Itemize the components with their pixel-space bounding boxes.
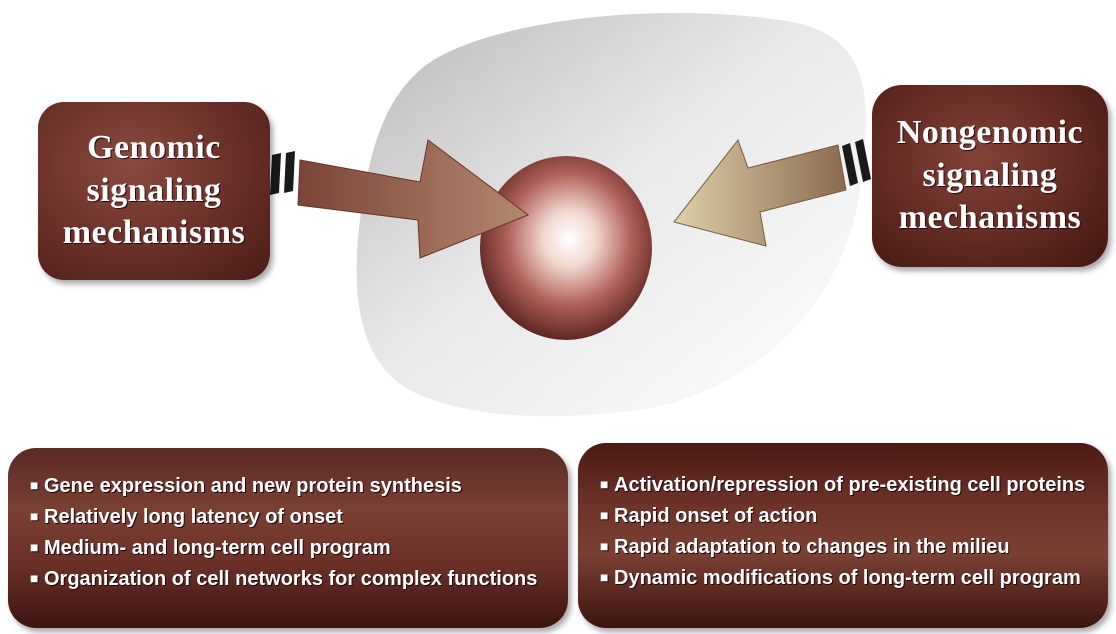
nongenomic-label-line: signaling [897,155,1083,198]
left-double-bar-marker [270,151,295,195]
nongenomic-signaling-box: Nongenomic signaling mechanisms [872,85,1108,267]
bullet-icon: ■ [30,563,44,593]
genomic-features-box: ■Gene expression and new protein synthes… [8,448,568,628]
nongenomic-features-box: ■Activation/repression of pre-existing c… [578,443,1108,628]
list-item: ■Medium- and long-term cell program [30,532,537,563]
genomic-signaling-box: Genomic signaling mechanisms [38,102,270,280]
nucleus-sphere [480,156,652,340]
bullet-icon: ■ [30,501,44,531]
bullet-icon: ■ [30,470,44,500]
list-item: ■Relatively long latency of onset [30,501,537,532]
bullet-icon: ■ [30,532,44,562]
bullet-icon: ■ [600,531,614,561]
nongenomic-features-list: ■Activation/repression of pre-existing c… [600,469,1085,593]
list-item: ■Activation/repression of pre-existing c… [600,469,1085,500]
list-item: ■Rapid adaptation to changes in the mili… [600,531,1085,562]
nongenomic-label-line: Nongenomic [897,112,1083,155]
genomic-features-list: ■Gene expression and new protein synthes… [30,470,537,594]
list-item: ■Rapid onset of action [600,500,1085,531]
list-item: ■Gene expression and new protein synthes… [30,470,537,501]
bullet-icon: ■ [600,562,614,592]
genomic-label-line: signaling [63,170,246,213]
list-item: ■Organization of cell networks for compl… [30,563,537,594]
genomic-label-line: mechanisms [63,212,246,255]
bullet-icon: ■ [600,469,614,499]
genomic-label-line: Genomic [63,127,246,170]
nongenomic-label-line: mechanisms [897,197,1083,240]
bullet-icon: ■ [600,500,614,530]
list-item: ■Dynamic modifications of long-term cell… [600,562,1085,593]
